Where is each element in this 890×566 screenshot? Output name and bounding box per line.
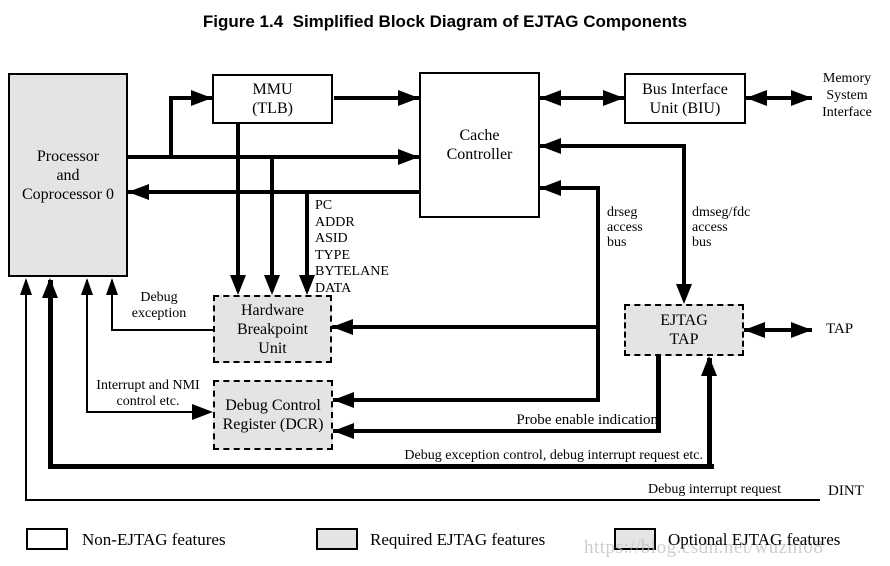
figure-title: Figure 1.4 Simplified Block Diagram of E…	[202, 12, 688, 31]
wire-dint-h	[25, 499, 820, 501]
box-debug-control-register: Debug Control Register (DCR)	[213, 380, 333, 450]
label-signal-list: PC ADDR ASID TYPE BYTELANE DATA	[315, 198, 389, 296]
box-processor: Processor and Coprocessor 0	[8, 73, 128, 277]
wire-cache-biu	[540, 96, 624, 100]
box-mmu: MMU (TLB)	[212, 74, 333, 124]
label-drseg-access-bus: drseg access bus	[607, 205, 643, 250]
wire-dint-v	[25, 280, 27, 500]
arrow-into-cache-upper-icon	[398, 149, 419, 165]
arrow-biu-to-mem-icon	[791, 90, 812, 106]
arrow-dbgexc-into-proc-icon	[106, 278, 118, 295]
arrow-into-hbu-1-icon	[230, 275, 246, 295]
arrow-to-tap-pin-icon	[791, 322, 812, 338]
arrow-dmseg-into-cache-icon	[540, 138, 561, 154]
arrow-drseg-into-cache-icon	[540, 180, 561, 196]
label-debug-interrupt-request: Debug interrupt request	[648, 482, 781, 497]
box-cache-controller: Cache Controller	[419, 72, 540, 218]
wire-nmi-v	[86, 280, 88, 413]
legend-swatch-non-ejtag	[26, 528, 68, 550]
arrow-into-dcr-upper-icon	[333, 392, 354, 408]
wire-dbgexc-v	[111, 280, 113, 331]
wire-drseg-to-hbu	[332, 325, 600, 329]
wire-probe-h	[333, 429, 661, 433]
label-dint-pin: DINT	[828, 483, 864, 499]
wire-biu-memory	[746, 96, 812, 100]
box-hardware-breakpoint-unit: Hardware Breakpoint Unit	[213, 295, 332, 363]
wire-drseg-to-dcr	[333, 398, 600, 402]
arrow-mmu-into-cache-icon	[398, 90, 419, 106]
arrow-into-dcr-lower-icon	[333, 423, 354, 439]
arrow-dmseg-into-tap-icon	[676, 284, 692, 304]
box-ejtag-tap: EJTAG TAP	[624, 304, 744, 356]
wire-proc-mmu-stub-v	[169, 96, 173, 158]
wire-bus-to-hbu-v2	[270, 157, 274, 291]
arrow-into-hbu-right-icon	[332, 319, 353, 335]
csdn-watermark: https://blog.csdn.net/wuzhi08	[584, 537, 824, 558]
label-interrupt-nmi: Interrupt and NMI control etc.	[96, 378, 200, 409]
wire-bus-to-hbu-v3	[305, 192, 309, 291]
wire-mmu-to-cache	[334, 96, 419, 100]
label-tap-pin: TAP	[826, 321, 854, 337]
arrow-dbgctl-into-proc-icon	[42, 278, 58, 298]
legend-swatch-optional-ejtag	[614, 528, 656, 550]
arrow-into-tap-bottom-icon	[701, 356, 717, 376]
arrow-dint-into-proc-icon	[20, 278, 32, 295]
wire-drseg-v	[596, 186, 600, 402]
legend-label-optional-ejtag: Optional EJTAG features	[668, 530, 841, 549]
arrow-into-proc-icon	[128, 184, 149, 200]
arrow-biu-to-cache-icon	[540, 90, 561, 106]
wire-tap-external	[744, 328, 812, 332]
wire-nmi-h	[86, 411, 196, 413]
arrow-into-hbu-3-icon	[299, 275, 315, 295]
arrow-cache-to-biu-icon	[603, 90, 624, 106]
arrow-nmi-into-proc-icon	[81, 278, 93, 295]
arrow-into-ejtag-tap-icon	[744, 322, 765, 338]
label-dmseg-access-bus: dmseg/fdc access bus	[692, 205, 751, 250]
label-probe-enable: Probe enable indication	[516, 412, 658, 428]
wire-dmseg-v	[682, 144, 686, 286]
wire-dbgctl-h	[48, 464, 714, 469]
wire-dbgexc-h	[111, 329, 213, 331]
box-bus-interface-unit: Bus Interface Unit (BIU)	[624, 73, 746, 124]
arrow-into-mmu-icon	[191, 90, 212, 106]
label-memory-system-interface: Memory System Interface	[822, 71, 872, 120]
wire-dbgctl-left-v	[48, 280, 53, 468]
wire-probe-v	[656, 356, 661, 433]
legend-label-non-ejtag: Non-EJTAG features	[82, 530, 226, 549]
wire-mmu-to-hbu-v	[236, 123, 240, 291]
arrow-into-hbu-2-icon	[264, 275, 280, 295]
wire-proc-mmu-stub-h	[169, 96, 212, 100]
wire-dmseg-h	[540, 144, 686, 148]
arrow-nmi-into-dcr-icon	[192, 404, 213, 420]
legend-label-required-ejtag: Required EJTAG features	[370, 530, 546, 549]
wire-dbgctl-tap-v	[707, 358, 712, 468]
label-debug-exception: Debug exception	[131, 290, 187, 321]
legend-swatch-required-ejtag	[316, 528, 358, 550]
wire-drseg-h	[540, 186, 600, 190]
label-debug-exception-control: Debug exception control, debug interrupt…	[404, 448, 703, 463]
arrow-mem-to-biu-icon	[746, 90, 767, 106]
